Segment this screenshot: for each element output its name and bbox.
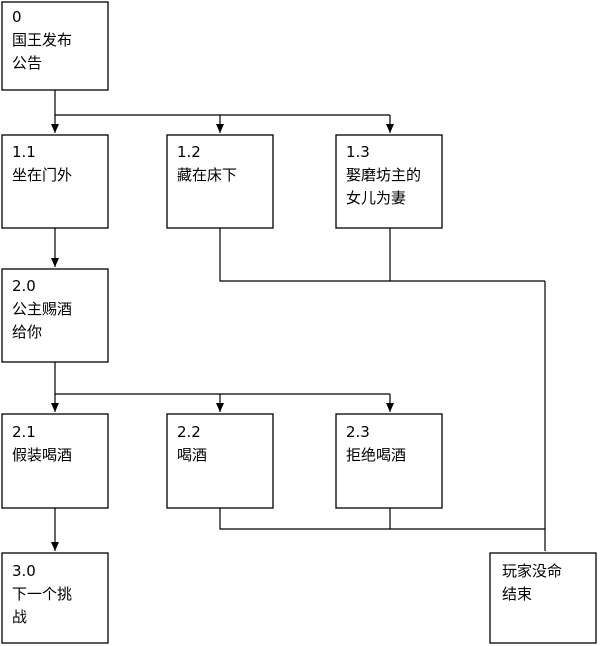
node-1-2-label: 1.2 藏在床下: [177, 143, 237, 184]
node-2-2-label: 2.2 喝酒: [177, 423, 207, 464]
node-label-line: 战: [12, 608, 27, 626]
edge-2.0-to-2x-trunk: [54, 362, 390, 395]
node-1-3-label: 1.3 娶磨坊主的女儿为妻: [346, 143, 421, 207]
node-label-line: 3.0: [12, 562, 36, 580]
node-1-1: 1.1 坐在门外: [1, 134, 109, 229]
node-label-line: 女儿为妻: [346, 189, 406, 207]
node-label-line: 娶磨坊主的: [346, 166, 421, 184]
node-game-over: 玩家没命结束: [489, 552, 597, 644]
edges: [51, 90, 546, 551]
node-label-line: 0: [12, 8, 22, 26]
node-2-3-label: 2.3 拒绝喝酒: [346, 423, 406, 464]
node-label-line: 1.2: [177, 143, 201, 161]
node-2-3-box: [335, 413, 443, 509]
node-2-0: 2.0 公主赐酒给你: [1, 268, 109, 363]
node-1-3-box: [335, 134, 443, 229]
node-game-over-box: [489, 552, 597, 644]
node-2-3: 2.3 拒绝喝酒: [335, 413, 443, 509]
node-0-box: [1, 1, 109, 91]
node-label-line: 拒绝喝酒: [346, 446, 406, 464]
node-1-1-label: 1.1 坐在门外: [12, 143, 72, 184]
node-1-1-box: [1, 134, 109, 229]
node-3-0-box: [1, 552, 109, 644]
node-label-line: 国王发布: [12, 31, 72, 49]
node-1-3: 1.3 娶磨坊主的女儿为妻: [335, 134, 443, 229]
node-1-2-box: [166, 134, 274, 229]
node-game-over-label: 玩家没命结束: [502, 562, 562, 603]
node-label-line: 藏在床下: [177, 166, 237, 184]
node-2-0-box: [1, 268, 109, 363]
node-label-line: 假装喝酒: [12, 446, 72, 464]
node-label-line: 2.3: [346, 423, 370, 441]
node-2-0-label: 2.0 公主赐酒给你: [12, 277, 72, 341]
node-label-line: 1.3: [346, 143, 370, 161]
node-label-line: 公主赐酒: [12, 300, 72, 318]
node-label-line: 玩家没命: [502, 562, 562, 580]
node-label-line: 1.1: [12, 143, 36, 161]
node-label-line: 2.0: [12, 277, 36, 295]
node-3-0: 3.0 下一个挑战: [1, 552, 109, 644]
node-0-label: 0 国王发布公告: [12, 8, 72, 72]
node-2-2: 2.2 喝酒: [166, 413, 274, 509]
node-label-line: 2.1: [12, 423, 36, 441]
node-label-line: 喝酒: [177, 446, 207, 464]
node-label-line: 结束: [502, 585, 532, 603]
node-label-line: 公告: [12, 54, 42, 72]
node-label-line: 给你: [12, 323, 42, 341]
node-2-1: 2.1 假装喝酒: [1, 413, 109, 509]
node-2-1-box: [1, 413, 109, 509]
node-label-line: 下一个挑: [12, 585, 72, 603]
node-2-2-box: [166, 413, 274, 509]
edge-2.2-to-end: [219, 508, 545, 530]
node-label-line: 坐在门外: [12, 166, 72, 184]
node-0: 0 国王发布公告: [1, 1, 109, 91]
node-label-line: 2.2: [177, 423, 201, 441]
node-2-1-label: 2.1 假装喝酒: [12, 423, 72, 464]
node-1-2: 1.2 藏在床下: [166, 134, 274, 229]
node-3-0-label: 3.0 下一个挑战: [12, 562, 72, 626]
edge-0-to-1x-trunk: [54, 90, 390, 116]
edge-1.2-to-end: [219, 228, 545, 282]
